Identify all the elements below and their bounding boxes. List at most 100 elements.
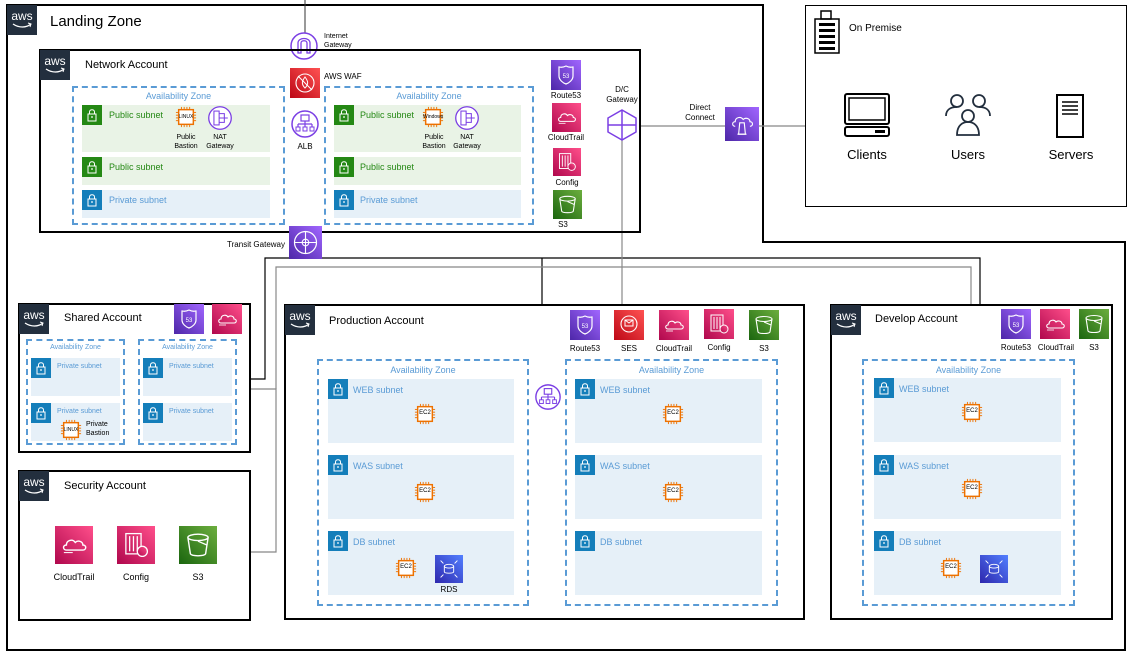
direct-connect-icon[interactable] (725, 107, 759, 141)
shared-account (18, 303, 251, 453)
public-subnet: Public subnet (82, 157, 270, 185)
servers-label: Servers (1048, 147, 1094, 162)
aws-logo (40, 50, 70, 80)
security-account-title: Security Account (64, 480, 146, 492)
aws-logo (285, 305, 315, 335)
availability-zone: Availability Zone (138, 339, 237, 445)
users-label: Users (951, 147, 985, 162)
db-subnet: DB subnet (874, 531, 1061, 595)
availability-zone: Availability Zone (26, 339, 125, 445)
subnet-label: Private subnet (57, 363, 102, 370)
subnet-label: Public subnet (109, 110, 164, 120)
waf-icon[interactable] (290, 68, 320, 98)
s3-icon[interactable] (1079, 309, 1109, 339)
az-label: Availability Zone (162, 344, 213, 351)
rds-label: RDS (440, 585, 458, 594)
route53-label: Route53 (550, 91, 582, 100)
bastion-label: Private Bastion (86, 421, 110, 437)
ec2-label: EC2 (419, 488, 431, 494)
cloudtrail-icon[interactable] (212, 304, 242, 334)
lock-icon (334, 190, 354, 210)
az-label: Availability Zone (390, 365, 456, 375)
network-account-title: Network Account (85, 59, 168, 71)
cloudtrail-icon[interactable] (659, 310, 689, 340)
cloudtrail-icon[interactable] (1040, 309, 1070, 339)
transit-gateway-icon[interactable] (289, 226, 322, 259)
az-label: Availability Zone (145, 91, 212, 101)
subnet-label: Private subnet (169, 408, 214, 415)
lock-icon (874, 531, 894, 551)
route53-icon[interactable] (551, 60, 581, 90)
config-label: Config (707, 343, 731, 352)
availability-zone: Availability Zone (324, 86, 534, 225)
ec2-label: EC2 (400, 564, 412, 570)
subnet-label: Public subnet (109, 162, 164, 172)
private-subnet: Private subnet (31, 358, 120, 396)
db-subnet: DB subnet (328, 531, 514, 595)
rds-icon[interactable] (980, 555, 1008, 583)
subnet-label: WEB subnet (600, 385, 651, 395)
route53-icon[interactable] (174, 304, 204, 334)
availability-zone: Availability Zone (565, 359, 778, 606)
ec2-label: EC2 (667, 410, 679, 416)
route53-icon[interactable] (570, 310, 600, 340)
subnet-label: DB subnet (353, 537, 396, 547)
availability-zone: Availability Zone (862, 359, 1075, 606)
alb-label: ALB (297, 142, 313, 151)
cloudtrail-icon[interactable] (55, 526, 93, 564)
s3-label: S3 (192, 572, 204, 582)
az-label: Availability Zone (638, 365, 705, 375)
alb-icon[interactable] (290, 109, 320, 139)
lock-icon (575, 379, 595, 399)
direct-connect-label: Direct Connect (685, 103, 715, 122)
lock-icon (143, 403, 163, 423)
private-subnet: Private subnet (143, 403, 232, 441)
alb-icon[interactable] (534, 383, 562, 411)
nat-gateway-label: NAT Gateway (453, 134, 481, 150)
nat-gateway-icon[interactable] (207, 105, 233, 131)
config-label: Config (122, 572, 149, 582)
config-icon[interactable] (117, 526, 155, 564)
aws-logo (19, 304, 49, 334)
nat-gateway-icon[interactable] (454, 105, 480, 131)
s3-icon[interactable] (749, 310, 779, 340)
lock-icon (82, 157, 102, 177)
lock-icon (82, 190, 102, 210)
route53-label: Route53 (569, 344, 601, 353)
cloudtrail-icon[interactable] (552, 103, 581, 132)
rds-icon[interactable] (435, 555, 463, 583)
db-subnet: DB subnet (575, 531, 762, 595)
aws-logo (19, 471, 49, 501)
shared-account-title: Shared Account (64, 312, 142, 324)
config-icon[interactable] (704, 309, 734, 339)
route53-label: Route53 (1000, 343, 1032, 352)
s3-icon[interactable] (179, 526, 217, 564)
bastion-label: Public Bastion (422, 134, 446, 150)
lock-icon (31, 403, 51, 423)
security-account (18, 470, 251, 621)
ec2-label: EC2 (945, 564, 957, 570)
ses-icon[interactable] (614, 310, 644, 340)
ec2-label: EC2 (966, 408, 978, 414)
was-subnet: WAS subnet (328, 455, 514, 519)
config-icon[interactable] (553, 148, 581, 176)
ec2-label: EC2 (419, 410, 431, 416)
lock-icon (575, 455, 595, 475)
availability-zone: Availability Zone (317, 359, 529, 606)
private-subnet: Private subnet (334, 190, 521, 218)
subnet-label: Private subnet (360, 195, 418, 205)
dc-gateway-label: D/C Gateway (606, 85, 638, 104)
ec2-label: EC2 (966, 485, 978, 491)
network-account (39, 49, 641, 233)
ses-label: SES (620, 344, 637, 353)
dc-gateway-icon[interactable] (605, 108, 639, 142)
route53-icon[interactable] (1001, 309, 1031, 339)
subnet-label: Public subnet (360, 110, 415, 120)
s3-icon[interactable] (553, 190, 582, 219)
subnet-label: Private subnet (57, 408, 102, 415)
production-account-title: Production Account (329, 315, 424, 327)
internet-gateway-label: Internet Gateway (324, 33, 352, 49)
cloudtrail-label: CloudTrail (547, 133, 585, 142)
cloudtrail-label: CloudTrail (655, 344, 693, 353)
lock-icon (82, 105, 102, 125)
